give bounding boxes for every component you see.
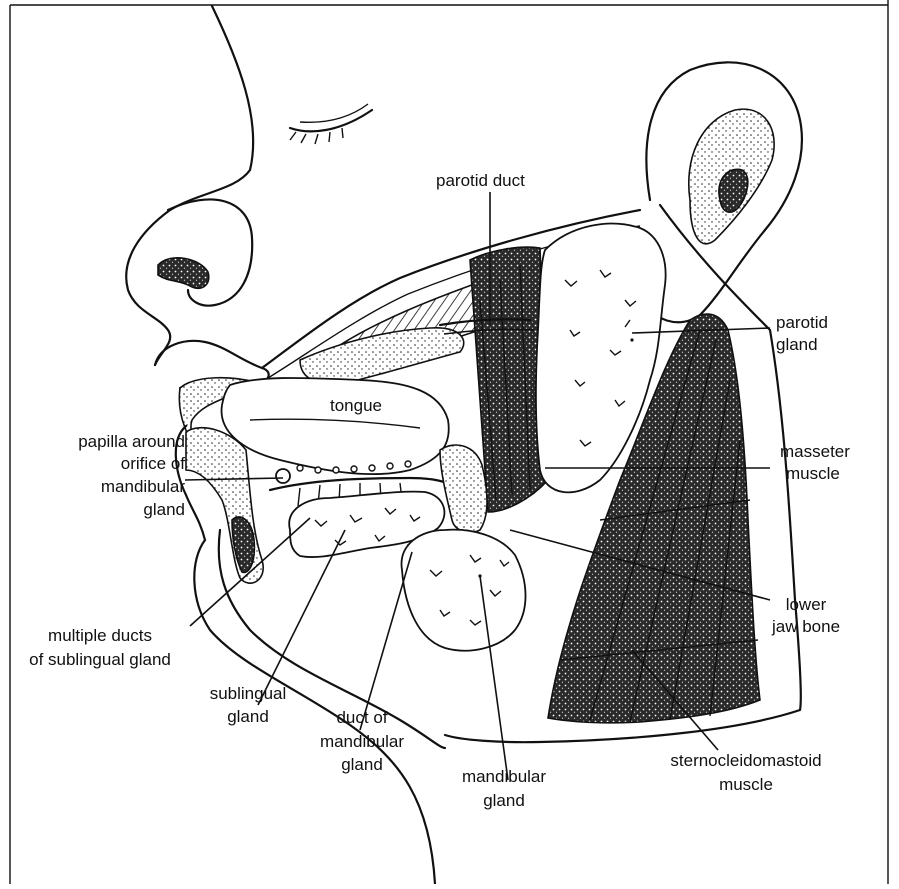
label-lower-jaw-bone: jaw bone bbox=[771, 617, 840, 636]
label-duct-of-mandibular-gland: mandibular bbox=[320, 732, 404, 751]
label-parotid-gland: parotid bbox=[776, 313, 828, 332]
face-profile-outline bbox=[126, 6, 253, 365]
label-masseter-muscle: muscle bbox=[786, 464, 840, 483]
label-papilla: papilla around bbox=[78, 432, 185, 451]
papilla-icon bbox=[276, 469, 290, 483]
label-sublingual-gland: sublingual bbox=[210, 684, 287, 703]
label-mandibular-gland: gland bbox=[483, 791, 525, 810]
label-sublingual-gland: gland bbox=[227, 707, 269, 726]
label-papilla: mandibular bbox=[101, 477, 185, 496]
label-parotid-duct: parotid duct bbox=[436, 171, 525, 190]
label-tongue: tongue bbox=[330, 396, 382, 415]
closed-eye-icon bbox=[290, 104, 372, 144]
label-parotid-gland: gland bbox=[776, 335, 818, 354]
label-masseter-muscle: masseter bbox=[780, 442, 850, 461]
label-duct-of-mandibular-gland: duct of bbox=[336, 708, 387, 727]
nose-outline bbox=[168, 199, 252, 305]
label-papilla: orifice of bbox=[121, 454, 186, 473]
tongue-shape bbox=[222, 378, 449, 474]
mandibular-gland bbox=[402, 530, 526, 651]
label-duct-of-mandibular-gland: gland bbox=[341, 755, 383, 774]
label-sternocleidomastoid: sternocleidomastoid bbox=[670, 751, 821, 770]
label-mandibular-gland: mandibular bbox=[462, 767, 546, 786]
label-multiple-ducts: of sublingual gland bbox=[29, 650, 171, 669]
mouth-floor bbox=[270, 478, 462, 494]
palate-section bbox=[300, 328, 464, 384]
mandible-section bbox=[440, 445, 487, 532]
label-sternocleidomastoid: muscle bbox=[719, 775, 773, 794]
label-multiple-ducts: multiple ducts bbox=[48, 626, 152, 645]
nostril-icon bbox=[158, 258, 209, 289]
label-papilla: gland bbox=[143, 500, 185, 519]
label-lower-jaw-bone: lower bbox=[786, 595, 827, 614]
